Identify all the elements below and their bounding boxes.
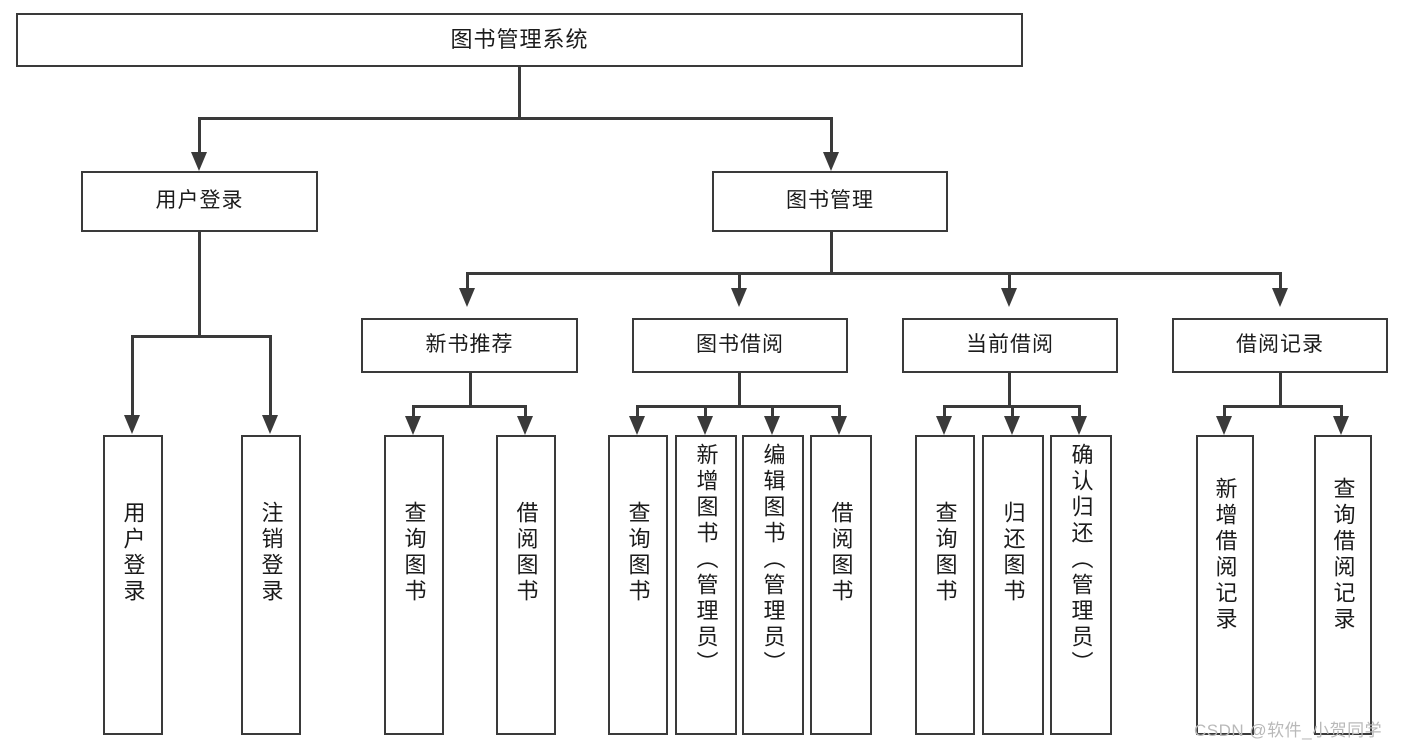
arrow-bb-query-book [629,416,645,435]
arrow-to-leaf-logout [262,415,278,434]
connector-borrow-record-stem [1279,373,1282,405]
connector-bb-c1 [636,405,639,417]
node-label: 借阅记录 [1236,333,1324,357]
connector-to-book-borrow [738,272,741,289]
node-label: 借阅图书 [828,501,854,605]
node-label: 借阅图书 [513,501,539,605]
arrow-bb-borrow-book [831,416,847,435]
arrow-cb-confirm-return [1071,416,1087,435]
leaf-cb-confirm-return[interactable]: 确认归还（管理员） [1050,435,1112,735]
leaf-nb-borrow-book[interactable]: 借阅图书 [496,435,556,735]
node-label: 用户登录 [120,501,146,605]
arrow-cb-return-book [1004,416,1020,435]
arrow-to-new-book [459,288,475,307]
connector-book-mgmt-stem [830,232,833,272]
connector-cb-c1 [943,405,946,417]
connector-user-login-bar [131,335,269,338]
connector-bb-c2 [704,405,707,417]
arrow-to-user-login [191,152,207,171]
connector-bb-c4 [838,405,841,417]
node-label: 新增图书（管理员） [693,443,719,677]
connector-borrow-record-bar [1223,405,1343,408]
node-label: 查询图书 [932,501,958,605]
arrow-to-leaf-user-login [124,415,140,434]
arrow-bb-add-book [697,416,713,435]
leaf-br-add-record[interactable]: 新增借阅记录 [1196,435,1254,735]
connector-user-login-right [269,335,272,416]
node-label: 确认归还（管理员） [1068,443,1094,677]
connector-current-borrow-stem [1008,373,1011,405]
node-user-login[interactable]: 用户登录 [81,171,318,232]
node-label: 新书推荐 [425,333,514,357]
connector-book-mgmt-bar [466,272,1282,275]
node-book-borrow[interactable]: 图书借阅 [632,318,848,373]
node-root-system[interactable]: 图书管理系统 [16,13,1023,67]
connector-root-bar [198,117,832,120]
leaf-bb-borrow-book[interactable]: 借阅图书 [810,435,872,735]
node-borrow-record[interactable]: 借阅记录 [1172,318,1388,373]
connector-bb-c3 [771,405,774,417]
connector-cb-c3 [1078,405,1081,417]
arrow-to-book-borrow [731,288,747,307]
leaf-logout[interactable]: 注销登录 [241,435,301,735]
arrow-br-add-record [1216,416,1232,435]
connector-to-borrow-record [1279,272,1282,289]
connector-book-borrow-bar [636,405,841,408]
connector-root-to-user-login [198,117,201,153]
leaf-bb-edit-book[interactable]: 编辑图书（管理员） [742,435,804,735]
node-label: 新增借阅记录 [1212,477,1238,633]
node-label: 当前借阅 [966,333,1054,357]
connector-root-to-book-mgmt [830,117,833,153]
arrow-nb-query-book [405,416,421,435]
node-label: 图书管理系统 [450,27,589,53]
connector-to-current-borrow [1008,272,1011,289]
connector-new-book-bar [412,405,527,408]
connector-new-book-stem [469,373,472,405]
leaf-bb-query-book[interactable]: 查询图书 [608,435,668,735]
arrow-bb-edit-book [764,416,780,435]
node-label: 查询图书 [401,501,427,605]
connector-br-c1 [1223,405,1226,417]
node-label: 归还图书 [1000,501,1026,605]
connector-br-c2 [1340,405,1343,417]
arrow-to-book-mgmt [823,152,839,171]
connector-to-new-book [466,272,469,289]
connector-new-book-c2 [524,405,527,417]
node-label: 用户登录 [155,189,244,213]
node-label: 编辑图书（管理员） [760,443,786,677]
node-label: 图书管理 [786,189,874,213]
leaf-cb-query-book[interactable]: 查询图书 [915,435,975,735]
arrow-to-current-borrow [1001,288,1017,307]
node-label: 图书借阅 [696,333,784,357]
arrow-to-borrow-record [1272,288,1288,307]
connector-root-stem [518,67,521,117]
node-label: 查询借阅记录 [1330,477,1356,633]
node-label: 注销登录 [258,501,284,605]
arrow-br-query-record [1333,416,1349,435]
leaf-cb-return-book[interactable]: 归还图书 [982,435,1044,735]
node-book-management[interactable]: 图书管理 [712,171,948,232]
leaf-br-query-record[interactable]: 查询借阅记录 [1314,435,1372,735]
node-label: 查询图书 [625,501,651,605]
node-new-book-recommend[interactable]: 新书推荐 [361,318,578,373]
connector-user-login-left [131,335,134,416]
watermark-text: CSDN @软件_小贺同学 [1194,721,1383,740]
connector-cb-c2 [1011,405,1014,417]
node-current-borrow[interactable]: 当前借阅 [902,318,1118,373]
leaf-user-login[interactable]: 用户登录 [103,435,163,735]
leaf-bb-add-book[interactable]: 新增图书（管理员） [675,435,737,735]
connector-book-borrow-stem [738,373,741,405]
connector-new-book-c1 [412,405,415,417]
arrow-cb-query-book [936,416,952,435]
connector-user-login-stem [198,232,201,335]
connector-current-borrow-bar [943,405,1078,408]
arrow-nb-borrow-book [517,416,533,435]
leaf-nb-query-book[interactable]: 查询图书 [384,435,444,735]
